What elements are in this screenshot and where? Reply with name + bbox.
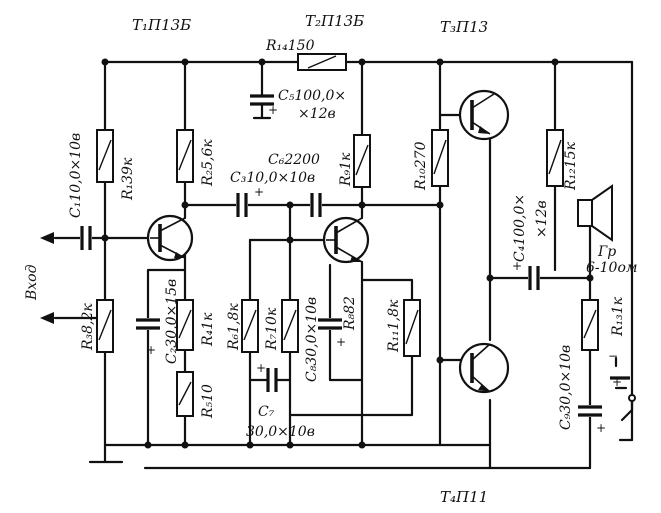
label-battery-plus: + xyxy=(612,375,622,389)
transistor-t1 xyxy=(146,214,194,262)
battery-icon xyxy=(610,356,630,390)
label-r9: R₉1к xyxy=(338,152,354,187)
label-r6: R₆1,8к xyxy=(226,303,242,351)
resistor-r7 xyxy=(281,299,299,353)
capacitors xyxy=(80,78,602,417)
capacitor-c5 xyxy=(250,78,274,120)
label-c3: C₃10,0×10в xyxy=(230,170,315,186)
capacitor-c1 xyxy=(80,226,92,250)
resistor-r9 xyxy=(353,134,371,188)
label-r5: R₅10 xyxy=(200,384,216,419)
label-r10: R₁₀270 xyxy=(413,141,429,191)
label-r13: R₁₃1к xyxy=(610,296,626,337)
label-r11: R₁₁1,8к xyxy=(386,299,402,353)
label-r1: R₁39к xyxy=(120,157,136,201)
label-c5b: ×12в xyxy=(298,106,336,122)
capacitor-c4 xyxy=(528,266,540,290)
label-c9: C₉30,0×10в xyxy=(558,345,574,430)
label-r2: R₂5,6к xyxy=(200,139,216,187)
resistor-r13 xyxy=(581,299,599,351)
speaker-icon xyxy=(577,184,613,242)
label-c4b: ×12в xyxy=(534,200,550,238)
transistor-t3 xyxy=(458,89,510,141)
label-t2: T₂П13Б xyxy=(305,12,364,30)
input-arrows xyxy=(40,232,54,324)
label-c7-plus: + xyxy=(256,361,266,375)
resistor-r6 xyxy=(241,299,259,353)
label-r3: R₃8,2к xyxy=(80,303,96,351)
wires xyxy=(53,60,634,470)
label-r12: R₁₂15к xyxy=(563,141,579,191)
capacitor-c6 xyxy=(310,193,322,217)
transistor-t4 xyxy=(458,342,510,394)
label-c6: C₆2200 xyxy=(268,152,320,168)
label-r4: R₄1к xyxy=(200,312,216,347)
capacitor-c9 xyxy=(578,405,602,417)
resistor-r10 xyxy=(431,129,449,187)
labels: T₁П13Б T₂П13Б T₃П13 T₄П11 R₁₄150 C₅100,0… xyxy=(24,12,638,506)
label-input: Вход xyxy=(24,264,40,301)
transistor-t2 xyxy=(322,216,370,264)
label-t1: T₁П13Б xyxy=(132,16,191,34)
resistor-r14 xyxy=(297,53,347,71)
resistor-r4 xyxy=(176,299,194,351)
transistors xyxy=(146,89,510,394)
label-r7: R₇10к xyxy=(264,307,280,351)
label-c3-plus: + xyxy=(254,185,264,199)
label-c2: C₂30,0×15в xyxy=(164,279,180,364)
resistor-r1 xyxy=(96,129,114,183)
label-c5-plus: + xyxy=(268,103,278,117)
label-r8: R₈82 xyxy=(342,296,358,331)
capacitor-c7 xyxy=(248,368,292,392)
resistor-r12 xyxy=(546,129,564,187)
label-c8: C₈30,0×10в xyxy=(304,297,320,382)
resistors xyxy=(96,53,599,417)
label-speaker-impedance: 6-10ом xyxy=(586,260,638,276)
capacitor-c8 xyxy=(318,318,342,330)
resistor-r3 xyxy=(96,299,114,353)
label-c4a: C₄100,0× xyxy=(512,194,528,262)
label-c7b: 30,0×10в xyxy=(246,424,315,440)
capacitor-c3 xyxy=(236,193,248,217)
label-c5a: C₅100,0× xyxy=(278,88,346,104)
label-r14: R₁₄150 xyxy=(265,38,315,54)
label-c8-plus: + xyxy=(336,335,346,349)
resistor-r11 xyxy=(403,299,421,357)
label-c2-plus: + xyxy=(146,343,156,357)
label-c7a: C₇ xyxy=(258,404,275,420)
switch-icon xyxy=(620,394,636,422)
label-battery-minus: − xyxy=(608,349,618,363)
resistor-r2 xyxy=(176,129,194,183)
label-c4-plus: + xyxy=(512,259,522,273)
junctions xyxy=(101,58,594,449)
label-speaker: Гр xyxy=(597,244,616,260)
label-t3: T₃П13 xyxy=(440,18,488,36)
capacitor-c2 xyxy=(136,318,160,330)
label-c1: C₁10,0×10в xyxy=(68,133,84,218)
label-t4: T₄П11 xyxy=(440,488,488,506)
resistor-r5 xyxy=(176,371,194,417)
label-c9-plus: + xyxy=(596,421,606,435)
